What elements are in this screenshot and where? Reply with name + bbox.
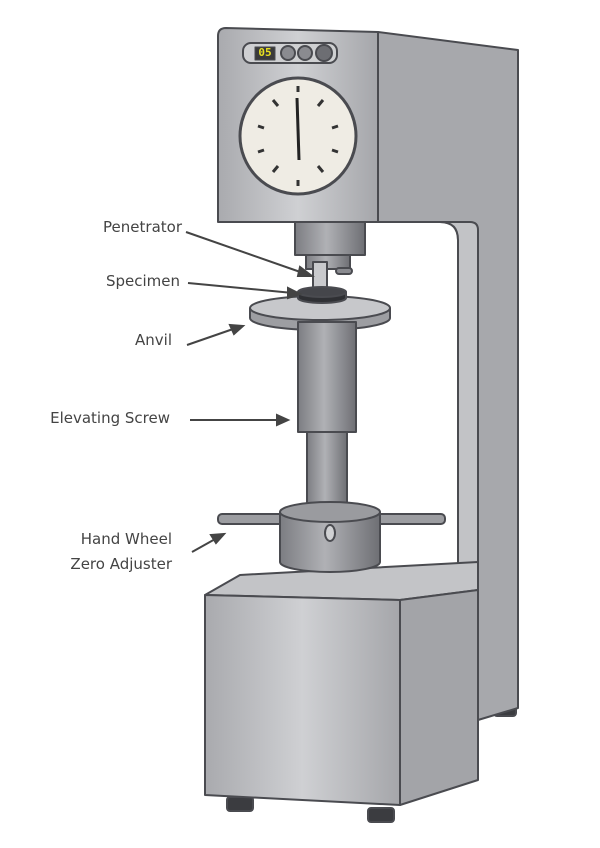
penetrator bbox=[312, 261, 328, 289]
specimen-arrow bbox=[187, 282, 303, 300]
display-value: 05 bbox=[258, 46, 272, 59]
dial-ticks bbox=[257, 86, 339, 186]
down-button[interactable] bbox=[297, 45, 313, 61]
column-front bbox=[439, 221, 479, 566]
spindle-housing bbox=[294, 221, 366, 256]
label-specimen: Specimen bbox=[105, 272, 180, 290]
elevating-screw-arrow bbox=[190, 413, 291, 427]
label-zero-adjuster: Zero Adjuster bbox=[70, 555, 172, 573]
minus-button[interactable] bbox=[315, 44, 333, 62]
label-penetrator: Penetrator bbox=[103, 218, 182, 236]
penetrator-screw bbox=[335, 267, 353, 275]
display bbox=[254, 46, 276, 61]
base-front bbox=[204, 594, 401, 806]
label-elevating-screw: Elevating Screw bbox=[50, 409, 170, 427]
label-hand-wheel: Hand Wheel bbox=[80, 530, 172, 548]
hand-wheel-top bbox=[279, 501, 381, 523]
elevating-screw-lower bbox=[306, 431, 348, 505]
label-anvil: Anvil bbox=[135, 331, 172, 349]
foot bbox=[367, 807, 395, 823]
zero-adjuster-knob[interactable] bbox=[324, 524, 336, 542]
up-button[interactable] bbox=[280, 45, 296, 61]
elevating-screw-upper bbox=[297, 321, 357, 433]
base-side bbox=[399, 589, 479, 806]
foot bbox=[226, 796, 254, 812]
dial-needle bbox=[295, 97, 301, 161]
penetrator-arrow bbox=[185, 231, 315, 277]
hand-wheel-arrow bbox=[191, 532, 227, 553]
anvil-arrow bbox=[186, 323, 246, 346]
specimen-top bbox=[297, 286, 347, 298]
